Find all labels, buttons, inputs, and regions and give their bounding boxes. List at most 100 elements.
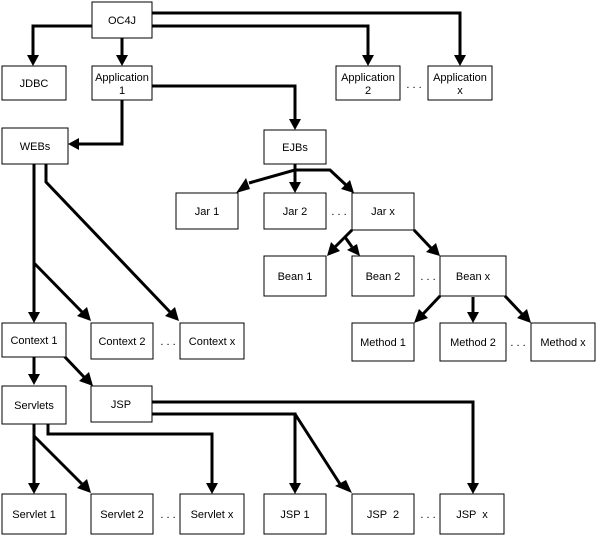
node-servlet-2-label: Servlet 2 [100,509,143,521]
node-jsp-1: JSP 1 [263,493,327,535]
arrowhead-bean-1 [327,242,340,256]
node-application-1-label-line1: Application [95,72,149,84]
node-jsp-2-label: JSP 2 [367,509,399,521]
node-servlet-x-label: Servlet x [191,509,234,521]
arrowhead-jsp-x [467,483,479,494]
node-jsp-x-label: JSP x [456,509,488,521]
ellipsis-contexts: . . . [160,336,175,348]
node-application-x-label-line1: Application [433,72,487,84]
node-oc4j-label: OC4J [108,15,136,27]
node-context-1-label: Context 1 [10,335,57,347]
edge-bean-x-method-x [503,294,524,316]
node-context-2-label: Context 2 [98,336,145,348]
node-method-x: Method x [530,322,596,362]
node-method-1-label: Method 1 [360,337,406,349]
node-jar-1: Jar 1 [175,192,239,230]
node-method-2: Method 2 [439,322,507,362]
node-jdbc-label: JDBC [20,78,49,90]
node-method-2-label: Method 2 [450,337,496,349]
node-jar-1-label: Jar 1 [195,206,219,218]
arrowhead-application-x [454,55,466,66]
edge-webs-context-2 [32,261,84,314]
arrowhead-jsp-2 [335,480,352,493]
node-jdbc: JDBC [1,65,67,101]
node-jar-2: Jar 2 [263,192,327,230]
arrowhead-servlet-1 [28,483,40,494]
arrowhead-method-1 [414,309,428,323]
edge-webs-context-x [44,164,172,314]
ellipsis-applications: . . . [406,79,421,91]
edge-application-1-ejbs [152,84,297,120]
ellipsis-beans: . . . [420,271,435,283]
arrowhead-jdbc [27,55,39,66]
edges [27,11,531,494]
node-jar-x-label: Jar x [371,206,395,218]
node-jsp-1-label: JSP 1 [280,509,309,521]
edge-application-1-webs [78,100,124,146]
edge-bean-x-method-1 [421,294,442,316]
node-context-x-label: Context x [189,336,236,348]
arrowhead-servlet-x [206,483,218,494]
edge-jsp-jsp-2 [293,413,342,485]
arrowhead-jsp-1 [289,483,301,494]
node-jsp: JSP [90,385,153,423]
edge-jar-x-bean-2 [343,236,354,248]
node-application-1: Application 1 [91,65,153,101]
node-servlets: Servlets [1,385,67,425]
node-application-1-label-line2: 1 [119,85,125,97]
node-servlet-2: Servlet 2 [90,493,154,535]
edge-jar-x-bean-x [412,228,433,250]
edge-jsp-jsp-x [152,400,475,484]
node-bean-1-label: Bean 1 [278,271,313,283]
node-jsp-2: JSP 2 [351,493,415,535]
node-bean-1: Bean 1 [263,255,327,297]
node-application-2: Application 2 [335,65,401,101]
arrowhead-jar-x [341,180,354,193]
arrowhead-method-x [517,309,531,323]
node-servlet-1: Servlet 1 [1,493,67,535]
ellipsis-methods: . . . [510,337,525,349]
node-bean-2-label: Bean 2 [366,271,401,283]
arrowhead-servlet-2 [77,479,91,493]
node-context-1: Context 1 [1,322,67,358]
ellipsis-jsps: . . . [420,509,435,521]
node-application-2-label-line2: 2 [365,85,371,97]
node-servlet-1-label: Servlet 1 [12,509,55,521]
arrowhead-context-2 [77,307,91,321]
node-bean-x: Bean x [439,255,507,297]
edge-servlets-servlet-x [46,424,214,484]
ellipsis-servlets: . . . [160,509,175,521]
node-oc4j: OC4J [91,1,153,39]
edge-jsp-jsp-1 [152,412,297,484]
arrowhead-jsp [79,372,93,386]
arrowhead-application-2 [362,55,374,66]
arrowhead-context-1 [28,312,40,323]
node-jar-2-label: Jar 2 [283,206,307,218]
node-context-2: Context 2 [90,322,154,360]
node-webs-label: WEBs [20,141,51,153]
node-bean-2: Bean 2 [351,255,415,297]
node-ejbs: EJBs [263,129,327,165]
edge-ejbs-jar-1 [248,164,297,185]
arrowhead-ejbs [289,119,301,130]
arrowhead-bean-2 [347,244,360,256]
node-application-x: Application x [427,65,493,101]
arrowhead-servlets [28,374,40,385]
arrowhead-jar-1 [236,178,250,193]
arrowhead-bean-x [426,243,440,256]
edge-oc4j-application-x [152,11,462,56]
node-method-1: Method 1 [351,322,415,362]
node-jsp-x: JSP x [439,493,505,535]
node-application-x-label-line2: x [457,85,463,97]
node-ejbs-label: EJBs [282,142,308,154]
node-application-2-label-line1: Application [341,72,395,84]
node-method-x-label: Method x [540,337,586,349]
arrowhead-webs [68,138,79,150]
edge-servlets-servlet-2 [32,434,84,486]
arrowhead-method-2 [467,312,479,323]
node-jsp-label: JSP [111,399,131,411]
ellipsis-jars: . . . [331,206,346,218]
edge-jar-x-bean-1 [333,228,354,249]
node-context-x: Context x [179,322,245,360]
